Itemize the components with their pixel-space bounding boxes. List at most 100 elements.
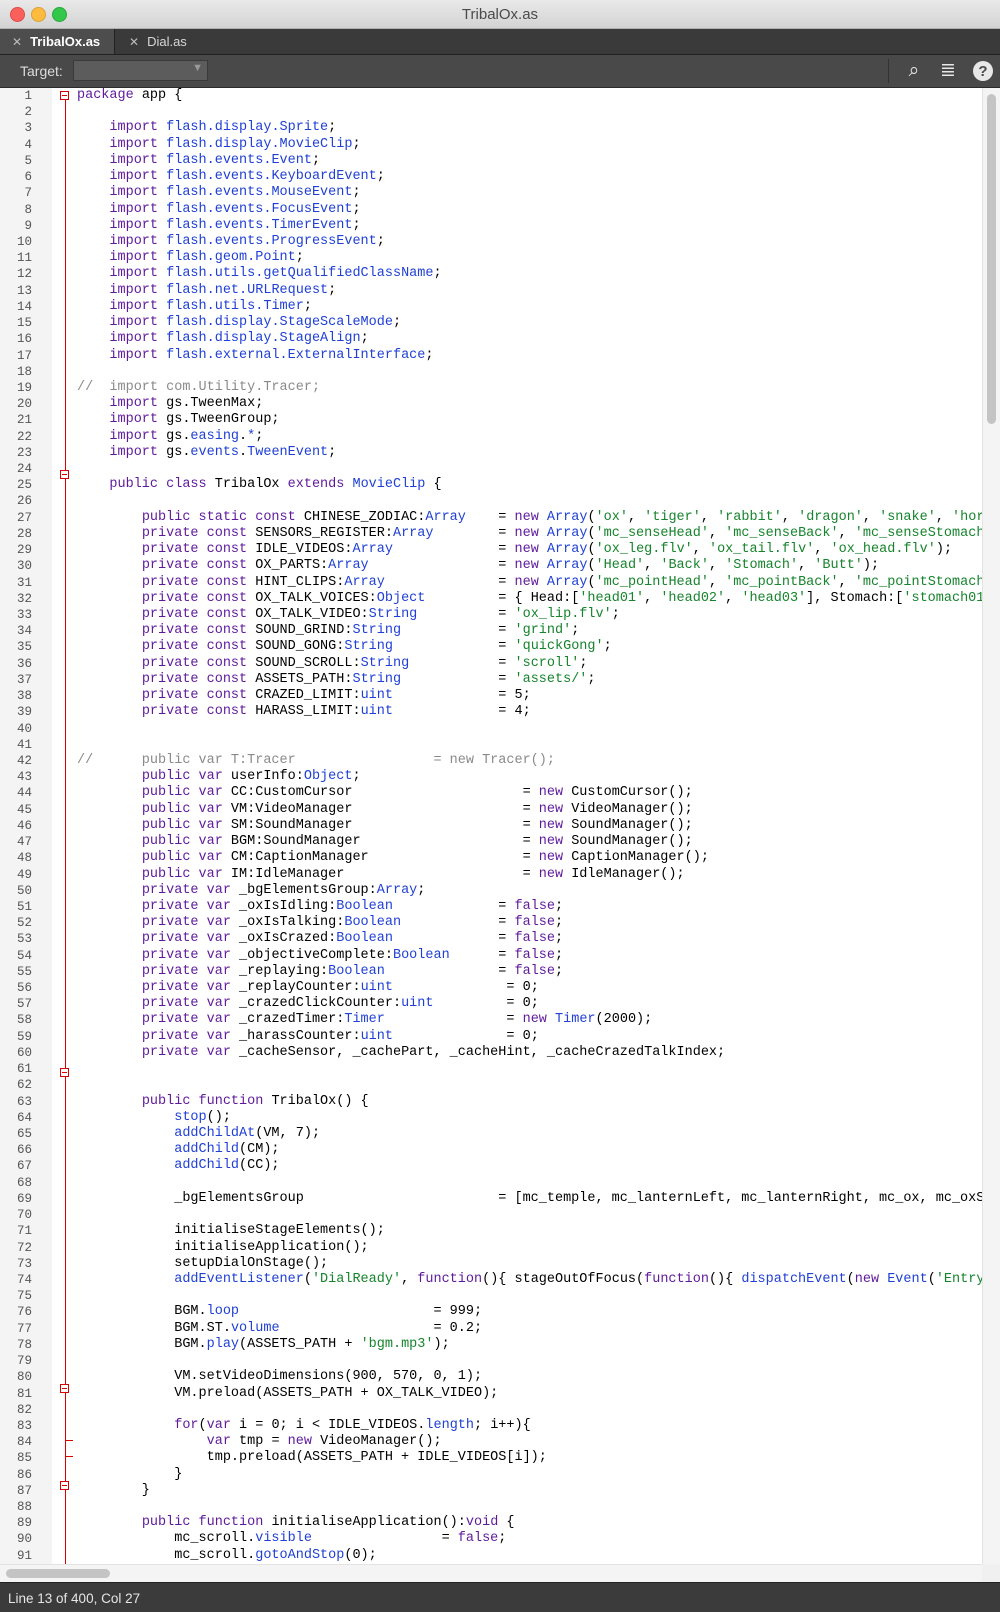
line-number: 23 — [16, 445, 32, 460]
line-number: 56 — [16, 981, 32, 996]
code-token: CM:CaptionManager = — [222, 850, 539, 866]
fold-toggle-constructor[interactable] — [60, 1068, 69, 1077]
code-token: _oxIsTalking: — [230, 915, 345, 931]
code-token — [539, 542, 547, 557]
code-token — [77, 153, 109, 168]
fold-toggle-function[interactable] — [60, 1481, 69, 1490]
code-token: 'grind' — [514, 623, 572, 639]
code-text: private const SENSORS_REGISTER:Array = n… — [77, 526, 1000, 542]
fold-end-marker — [66, 1456, 73, 1457]
code-token — [77, 266, 109, 281]
line-number: 69 — [16, 1191, 32, 1206]
code-token: ; — [352, 201, 361, 217]
code-token: IM:IdleManager = — [222, 866, 539, 882]
code-token: public var — [141, 817, 223, 833]
code-token: ; — [392, 315, 402, 331]
code-token: userInfo: — [222, 769, 304, 785]
code-token: private var — [141, 947, 231, 963]
code-token: play — [206, 1336, 240, 1352]
code-token: addChild — [174, 1158, 240, 1174]
code-token: ; — [587, 671, 596, 687]
code-token: (); — [206, 1109, 231, 1125]
code-token: private var — [141, 1044, 231, 1060]
fold-toggle-package[interactable] — [60, 91, 69, 100]
line-number: 40 — [16, 721, 32, 736]
code-token — [77, 412, 109, 427]
svg-text:?: ? — [978, 63, 987, 80]
line-number: 79 — [16, 1354, 32, 1369]
fold-toggle-for-loop[interactable] — [60, 1384, 69, 1393]
code-token — [77, 137, 109, 152]
code-token: new — [538, 817, 564, 833]
close-icon[interactable]: ✕ — [12, 35, 23, 49]
code-token: = 0; — [392, 1028, 539, 1044]
code-format-icon[interactable]: ≣ — [940, 60, 956, 81]
tab-label: TribalOx.as — [30, 34, 101, 49]
code-text: public var userInfo:Object; — [77, 769, 361, 785]
code-text: private var _bgElementsGroup:Array; — [77, 883, 426, 899]
toolbar: Target: ▼ ⌕ ≣ ? — [0, 55, 1000, 88]
window-zoom-button[interactable] — [52, 7, 67, 22]
code-text: package app { — [77, 88, 182, 104]
line-number: 60 — [16, 1045, 32, 1060]
search-icon[interactable]: ⌕ — [908, 60, 920, 81]
fold-toggle-class[interactable] — [60, 470, 69, 479]
vertical-scroll-thumb[interactable] — [987, 94, 996, 424]
code-token: public var — [141, 785, 223, 801]
code-text: public function TribalOx() { — [77, 1094, 369, 1110]
code-token: ( — [587, 574, 596, 590]
line-number: 35 — [16, 640, 32, 655]
horizontal-scroll-thumb[interactable] — [6, 1569, 110, 1578]
code-token: = — [401, 915, 515, 931]
code-token: 'mc_senseStomach' — [854, 525, 993, 541]
code-token: import — [109, 152, 159, 168]
code-token: // import com.Utility.Tracer; — [77, 379, 321, 395]
chevron-down-icon: ▼ — [192, 62, 203, 74]
code-token — [77, 348, 109, 363]
tab-dial[interactable]: ✕Dial.as — [117, 29, 207, 54]
code-token: VM.preload(ASSETS_PATH + OX_TALK_VIDEO); — [77, 1385, 499, 1401]
line-number: 82 — [16, 1402, 32, 1417]
code-token: SENSORS_REGISTER: — [247, 525, 393, 541]
code-token — [158, 202, 166, 217]
code-token: (VM, 7); — [255, 1126, 321, 1141]
window-minimize-button[interactable] — [31, 7, 46, 22]
code-token: SOUND_SCROLL: — [247, 655, 361, 671]
code-token: = 0; — [433, 996, 539, 1012]
line-number: 15 — [16, 316, 32, 331]
help-icon[interactable]: ? — [970, 58, 996, 84]
window-close-button[interactable] — [10, 7, 25, 22]
line-number: 24 — [16, 462, 32, 477]
code-token: Array — [546, 574, 588, 590]
horizontal-scrollbar[interactable] — [0, 1564, 982, 1583]
code-token: , — [725, 590, 742, 606]
code-token: , — [708, 525, 726, 541]
code-text: import flash.net.URLRequest; — [77, 283, 336, 299]
toolbar-separator — [888, 59, 889, 83]
code-token: , — [838, 525, 855, 541]
vertical-scrollbar[interactable] — [982, 88, 1000, 1564]
code-token: public var — [141, 769, 223, 785]
code-text: VM.preload(ASSETS_PATH + OX_TALK_VIDEO); — [77, 1386, 498, 1402]
code-token: = 5; — [392, 688, 531, 704]
code-token: 'mc_pointStomach' — [854, 574, 993, 590]
code-token: ( — [198, 1417, 207, 1433]
code-token — [77, 915, 142, 930]
code-token — [77, 185, 109, 200]
code-token: = — [392, 542, 515, 558]
code-token: for — [174, 1417, 199, 1433]
code-token: Boolean — [328, 963, 385, 979]
tab-tribalox[interactable]: ✕ TribalOx.as — [0, 29, 115, 54]
code-token: flash.events.ProgressEvent — [166, 233, 377, 249]
code-token — [539, 510, 547, 525]
line-number: 3 — [24, 121, 32, 136]
code-token: . — [239, 428, 248, 444]
code-token — [77, 396, 109, 411]
code-token: 'ox_leg.flv' — [595, 542, 693, 558]
close-icon[interactable]: ✕ — [129, 35, 140, 49]
target-select[interactable]: ▼ — [73, 60, 208, 81]
code-token: (CM); — [239, 1142, 280, 1158]
code-text: import flash.events.ProgressEvent; — [77, 233, 384, 250]
line-number: 42 — [16, 753, 32, 768]
